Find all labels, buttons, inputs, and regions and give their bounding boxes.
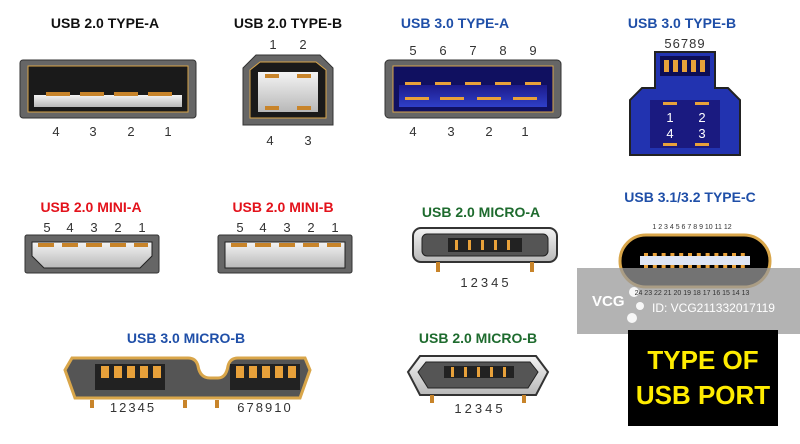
type-c-contact	[732, 265, 736, 268]
pin-label: 1	[331, 220, 338, 235]
usb20-type-b: USB 2.0 TYPE-B 1 2 4 3	[234, 15, 342, 148]
watermark-logo: VCG	[592, 293, 625, 310]
type-c-contact	[652, 253, 657, 256]
type-c-contact	[644, 253, 648, 256]
pin-label: 5	[236, 220, 243, 235]
usb30-type-a: USB 3.0 TYPE-A 5 6 7 8 9 4 3 2 1	[384, 15, 562, 139]
pin-label: 1	[666, 110, 673, 125]
watermark: VCG ID: VCG211332017119	[577, 268, 800, 334]
usb20-type-b-title: USB 2.0 TYPE-B	[234, 15, 342, 31]
pin-label: 1	[164, 124, 171, 139]
type-c-contact	[688, 265, 692, 268]
pin-label: 7	[469, 43, 476, 58]
pin-label: 4	[409, 124, 416, 139]
pin-label: 3	[283, 220, 290, 235]
pin-label: 3	[89, 124, 96, 139]
usb20-micro-b-title: USB 2.0 MICRO-B	[419, 330, 537, 346]
pin-label: 3	[447, 124, 454, 139]
pin-label: 678910	[237, 400, 292, 415]
pin-label: 4	[66, 220, 73, 235]
usb30-type-b: USB 3.0 TYPE-B 56789 1 2 4 3	[628, 15, 741, 156]
type-c-contact	[714, 253, 719, 256]
pin-label: 3	[304, 133, 311, 148]
pin-label: 5	[409, 43, 416, 58]
banner-line-1: TYPE OF	[647, 345, 758, 375]
usb20-micro-a-title: USB 2.0 MICRO-A	[422, 204, 540, 220]
type-c-contact	[723, 253, 728, 256]
pin-label: 24 23 22 21 20 19 18 17 16 15 14 13	[635, 290, 750, 297]
pin-label: 1 2 3 4 5 6 7 8 9 10 11 12	[652, 224, 731, 231]
usb20-mini-b-title: USB 2.0 MINI-B	[232, 199, 333, 215]
type-c-contact	[705, 253, 710, 256]
pin-label: 56789	[664, 36, 705, 51]
pin-label: 2	[307, 220, 314, 235]
type-c-contact	[688, 253, 692, 256]
type-c-contact	[740, 253, 745, 256]
type-c-contact	[661, 265, 666, 268]
type-c-contact	[705, 265, 710, 268]
type-c-contact	[732, 253, 736, 256]
usb20-mini-a: USB 2.0 MINI-A 5 4 3 2 1	[24, 199, 160, 274]
pin-label: 12345	[454, 401, 505, 416]
pin-label: 1	[521, 124, 528, 139]
type-c-contact	[661, 253, 666, 256]
pin-label: 5	[43, 220, 50, 235]
usb20-mini-b: USB 2.0 MINI-B 5 4 3 2 1	[217, 199, 353, 274]
pin-label: 1	[269, 37, 276, 52]
pin-label: 8	[499, 43, 506, 58]
usb20-mini-a-title: USB 2.0 MINI-A	[40, 199, 141, 215]
type-c-contact	[679, 265, 684, 268]
usb30-type-a-title: USB 3.0 TYPE-A	[401, 15, 509, 31]
type-c-contact	[696, 253, 701, 256]
usb20-type-a: USB 2.0 TYPE-A 4 3 2 1	[19, 15, 197, 139]
pin-label: 2	[485, 124, 492, 139]
pin-label: 4	[266, 133, 273, 148]
pin-label: 4	[52, 124, 59, 139]
type-c-contact	[644, 265, 648, 268]
usb30-micro-b-title: USB 3.0 MICRO-B	[127, 330, 245, 346]
pin-label: 4	[666, 126, 673, 141]
pin-label: 2	[114, 220, 121, 235]
pin-label: 3	[90, 220, 97, 235]
usb20-type-a-title: USB 2.0 TYPE-A	[51, 15, 159, 31]
pin-label: 12345	[110, 400, 156, 415]
pin-label: 2	[127, 124, 134, 139]
type-c-contact	[670, 265, 675, 268]
title-banner: TYPE OF USB PORT	[628, 330, 778, 426]
usb20-micro-b: USB 2.0 MICRO-B 12345	[406, 330, 550, 416]
usb20-micro-a: USB 2.0 MICRO-A 12345	[412, 204, 558, 290]
pin-label: 1	[138, 220, 145, 235]
type-c-contact	[740, 265, 745, 268]
type-c-contact	[696, 265, 701, 268]
pin-label: 6	[439, 43, 446, 58]
pin-label: 2	[299, 37, 306, 52]
usb31-type-c-title: USB 3.1/3.2 TYPE-C	[624, 189, 756, 205]
watermark-id: ID: VCG211332017119	[652, 301, 775, 315]
type-c-contact	[670, 253, 675, 256]
type-c-contact	[679, 253, 684, 256]
usb30-micro-b: USB 3.0 MICRO-B 12345 678910	[63, 330, 312, 415]
pin-label: 9	[529, 43, 536, 58]
type-c-contact	[723, 265, 728, 268]
type-c-contact	[652, 265, 657, 268]
usb30-type-b-title: USB 3.0 TYPE-B	[628, 15, 736, 31]
pin-label: 3	[698, 126, 705, 141]
banner-line-2: USB PORT	[636, 380, 770, 410]
pin-label: 2	[698, 110, 705, 125]
pin-label: 4	[259, 220, 266, 235]
type-c-contact	[714, 265, 719, 268]
pin-label: 12345	[460, 275, 511, 290]
